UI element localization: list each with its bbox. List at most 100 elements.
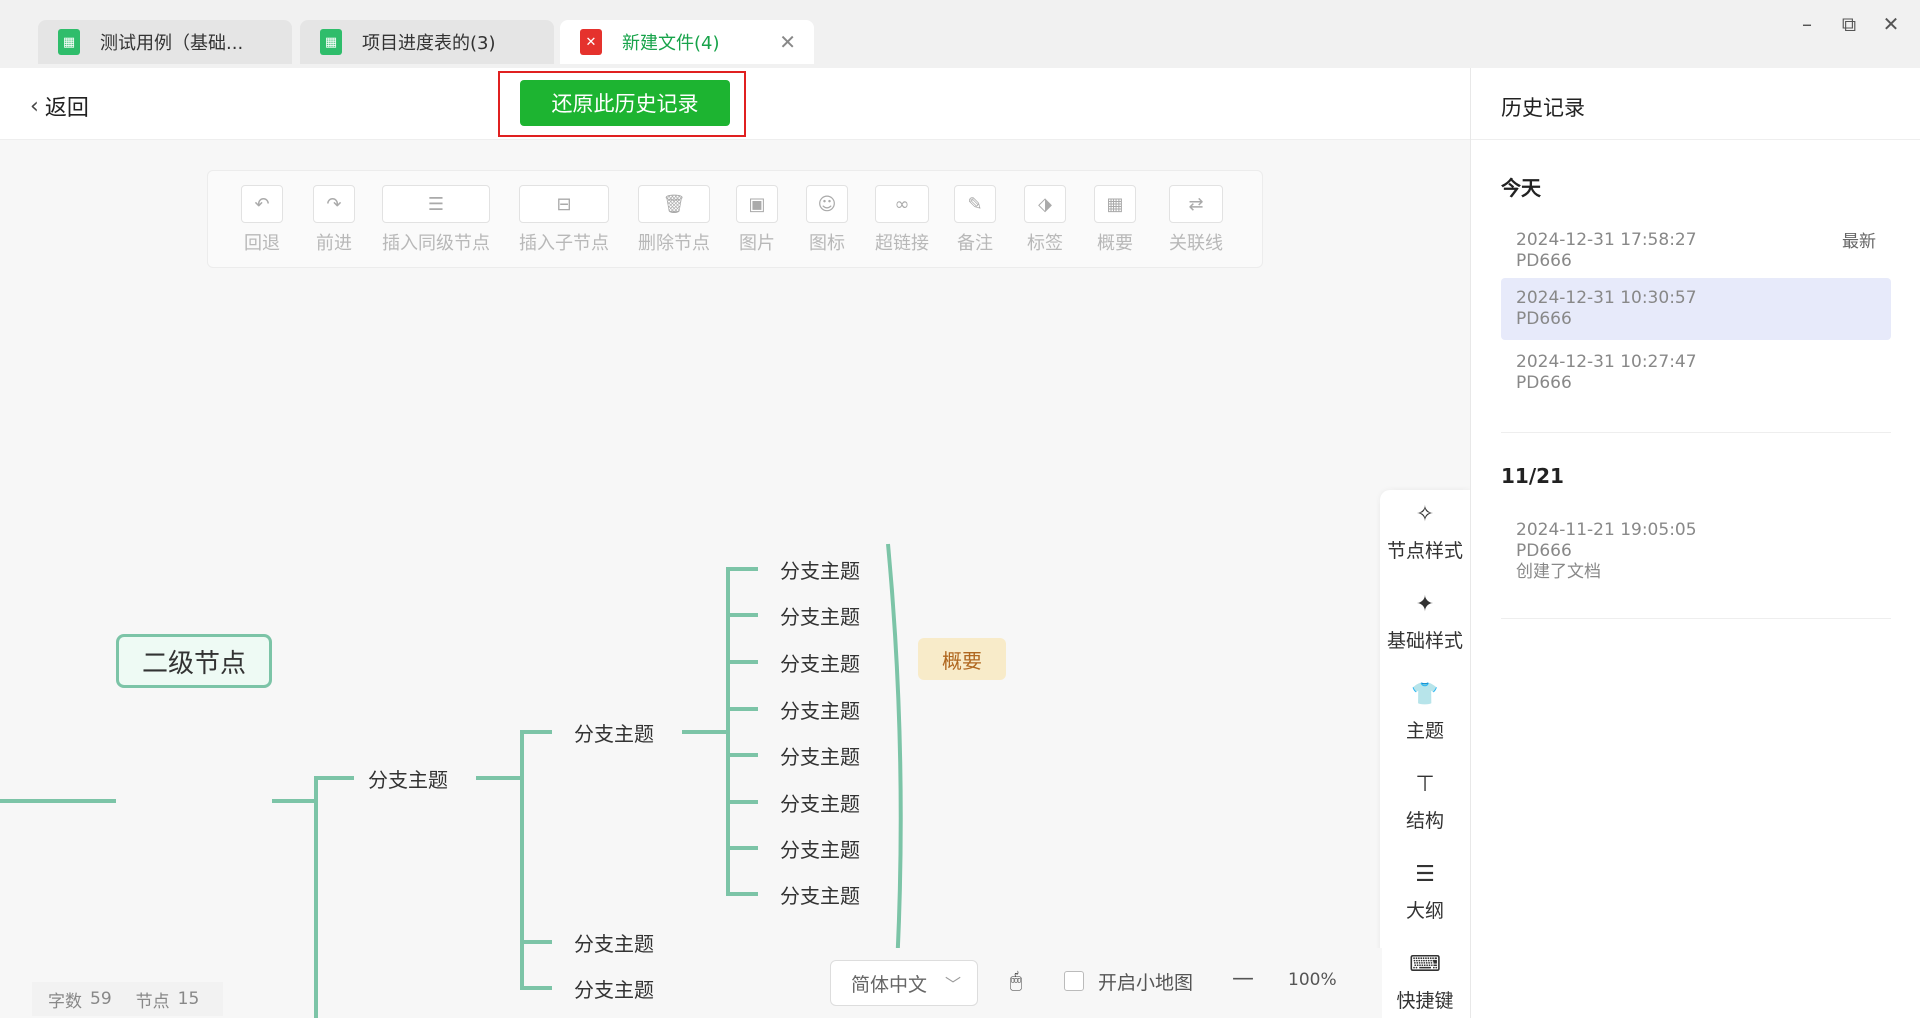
branch-topic[interactable]: 分支主题 — [574, 932, 654, 956]
history-entry[interactable]: 2024-12-31 10:27:47 PD666 — [1501, 342, 1891, 404]
divider — [1471, 139, 1920, 140]
branch-topic[interactable]: 分支主题 — [780, 745, 860, 769]
toolbar-label: 超链接 — [875, 233, 929, 254]
branch-topic[interactable]: 分支主题 — [780, 838, 860, 862]
tab-new-file[interactable]: ✕ 新建文件(4) ✕ — [560, 20, 814, 64]
document-stats: 字数 59 节点 15 — [32, 982, 224, 1016]
connector-line — [520, 730, 552, 734]
history-entry-selected[interactable]: 2024-12-31 10:30:57 PD666 — [1501, 278, 1891, 340]
toolbar-icon[interactable]: ☺ 图标 — [804, 185, 850, 255]
toolbar-label: 标签 — [1027, 233, 1063, 254]
toolbar-summary[interactable]: ▦ 概要 — [1092, 185, 1138, 255]
close-window-icon[interactable]: ✕ — [1882, 12, 1900, 36]
branch-topic[interactable]: 分支主题 — [574, 722, 654, 746]
minimize-icon[interactable]: – — [1802, 12, 1812, 36]
toolbar-insert-child[interactable]: ⊟ 插入子节点 — [516, 185, 612, 255]
toolbar-undo[interactable]: ↶ 回退 — [236, 185, 288, 255]
mindmap-file-icon: ✕ — [580, 29, 602, 55]
structure-icon: ⊤ — [1415, 772, 1435, 797]
history-group-today: 今天 — [1501, 176, 1541, 200]
back-label: 返回 — [44, 96, 89, 121]
tab-label: 新建文件(4) — [622, 33, 720, 54]
back-button[interactable]: ‹ 返回 — [30, 90, 89, 122]
history-entry[interactable]: 2024-11-21 19:05:05 PD666 创建了文档 — [1501, 510, 1891, 593]
tab-test-cases[interactable]: ▦ 测试用例（基础... — [38, 20, 292, 64]
zoom-out-button[interactable]: — — [1232, 966, 1254, 991]
title-bar: ▦ 测试用例（基础... ▦ 项目进度表的(3) ✕ 新建文件(4) ✕ – ⧉… — [0, 0, 1920, 68]
zoom-level: 100% — [1288, 970, 1337, 990]
toolbar-insert-sibling[interactable]: ☰ 插入同级节点 — [380, 185, 492, 255]
divider — [1501, 432, 1891, 433]
panel-theme[interactable]: 👕 主题 — [1380, 682, 1470, 743]
branch-topic[interactable]: 分支主题 — [368, 768, 448, 792]
toolbar-hyperlink[interactable]: ∞ 超链接 — [872, 185, 932, 255]
toolbar-label: 图标 — [809, 233, 845, 254]
magic-wand-icon: ✦ — [1415, 592, 1435, 617]
trash-icon: 🗑 — [638, 185, 710, 223]
toolbar-image[interactable]: ▣ 图片 — [734, 185, 780, 255]
tab-project-progress[interactable]: ▦ 项目进度表的(3) — [300, 20, 554, 64]
toolbar-relation-line[interactable]: ⇄ 关联线 — [1166, 185, 1226, 255]
connector-line — [272, 799, 316, 803]
minimap-checkbox[interactable] — [1064, 971, 1084, 991]
connector-line — [476, 776, 524, 780]
connector-line — [726, 567, 730, 896]
toolbar-label: 删除节点 — [638, 233, 710, 254]
branch-topic[interactable]: 分支主题 — [574, 978, 654, 1002]
toolbar-delete-node[interactable]: 🗑 删除节点 — [636, 185, 712, 255]
branch-topic[interactable]: 分支主题 — [780, 652, 860, 676]
history-time: 2024-12-31 10:30:57 — [1516, 288, 1697, 308]
summary-icon: ▦ — [1094, 185, 1136, 223]
level2-node[interactable]: 二级节点 — [116, 634, 272, 688]
history-entry[interactable]: 2024-12-31 17:58:27 PD666 最新 — [1501, 220, 1891, 282]
divider — [1501, 618, 1891, 619]
restore-window-icon[interactable]: ⧉ — [1841, 12, 1857, 36]
language-select[interactable]: 简体中文 ﹀ — [830, 960, 978, 1006]
branch-topic[interactable]: 分支主题 — [780, 605, 860, 629]
note-icon: ✎ — [954, 185, 996, 223]
language-value: 简体中文 — [851, 973, 928, 996]
connector-line — [726, 800, 758, 804]
toolbar-label: 关联线 — [1169, 233, 1223, 254]
connector-line — [520, 986, 552, 990]
toolbar-redo[interactable]: ↷ 前进 — [308, 185, 360, 255]
close-tab-icon[interactable]: ✕ — [779, 30, 796, 54]
mouse-icon[interactable]: 🖱 — [1010, 968, 1022, 992]
branch-topic[interactable]: 分支主题 — [780, 699, 860, 723]
summary-node[interactable]: 概要 — [918, 638, 1006, 680]
panel-outline[interactable]: ☰ 大纲 — [1380, 862, 1470, 923]
keyboard-icon: ⌨ — [1409, 952, 1441, 977]
history-user: PD666 — [1516, 309, 1572, 329]
editor-toolbar: ↶ 回退 ↷ 前进 ☰ 插入同级节点 ⊟ 插入子节点 🗑 删除节点 ▣ 图片 ☺… — [207, 170, 1263, 268]
toolbar-label: 插入子节点 — [519, 233, 609, 254]
mindmap-canvas[interactable]: ↶ 回退 ↷ 前进 ☰ 插入同级节点 ⊟ 插入子节点 🗑 删除节点 ▣ 图片 ☺… — [0, 140, 1470, 1018]
history-header: ‹ 返回 还原此历史记录 — [0, 68, 1470, 140]
connector-line — [726, 660, 758, 664]
bottom-bar: 简体中文 ﹀ 🖱 开启小地图 — 100% — [812, 948, 1382, 1018]
minimap-label: 开启小地图 — [1098, 972, 1194, 994]
toolbar-label: 备注 — [957, 233, 993, 254]
branch-topic[interactable]: 分支主题 — [780, 884, 860, 908]
panel-structure[interactable]: ⊤ 结构 — [1380, 772, 1470, 833]
branch-topic[interactable]: 分支主题 — [780, 559, 860, 583]
connector-line — [520, 940, 552, 944]
tab-label: 测试用例（基础... — [100, 33, 244, 54]
panel-shortcuts[interactable]: ⌨ 快捷键 — [1380, 952, 1470, 1013]
toolbar-note[interactable]: ✎ 备注 — [952, 185, 998, 255]
panel-label: 结构 — [1405, 810, 1444, 832]
child-node-icon: ⊟ — [519, 185, 609, 223]
highlight-frame — [498, 71, 746, 137]
chevron-left-icon: ‹ — [30, 93, 39, 119]
toolbar-tag[interactable]: ⬗ 标签 — [1022, 185, 1068, 255]
panel-label: 大纲 — [1405, 900, 1444, 922]
restore-history-button[interactable]: 还原此历史记录 — [520, 80, 730, 126]
history-time: 2024-11-21 19:05:05 — [1516, 520, 1697, 540]
connector-line — [314, 776, 354, 780]
panel-base-style[interactable]: ✦ 基础样式 — [1380, 592, 1470, 653]
redo-icon: ↷ — [313, 185, 355, 223]
node-style-icon: ✧ — [1415, 502, 1435, 527]
panel-node-style[interactable]: ✧ 节点样式 — [1380, 502, 1470, 563]
branch-topic[interactable]: 分支主题 — [780, 792, 860, 816]
toolbar-label: 回退 — [244, 233, 280, 254]
connector-line — [682, 730, 728, 734]
